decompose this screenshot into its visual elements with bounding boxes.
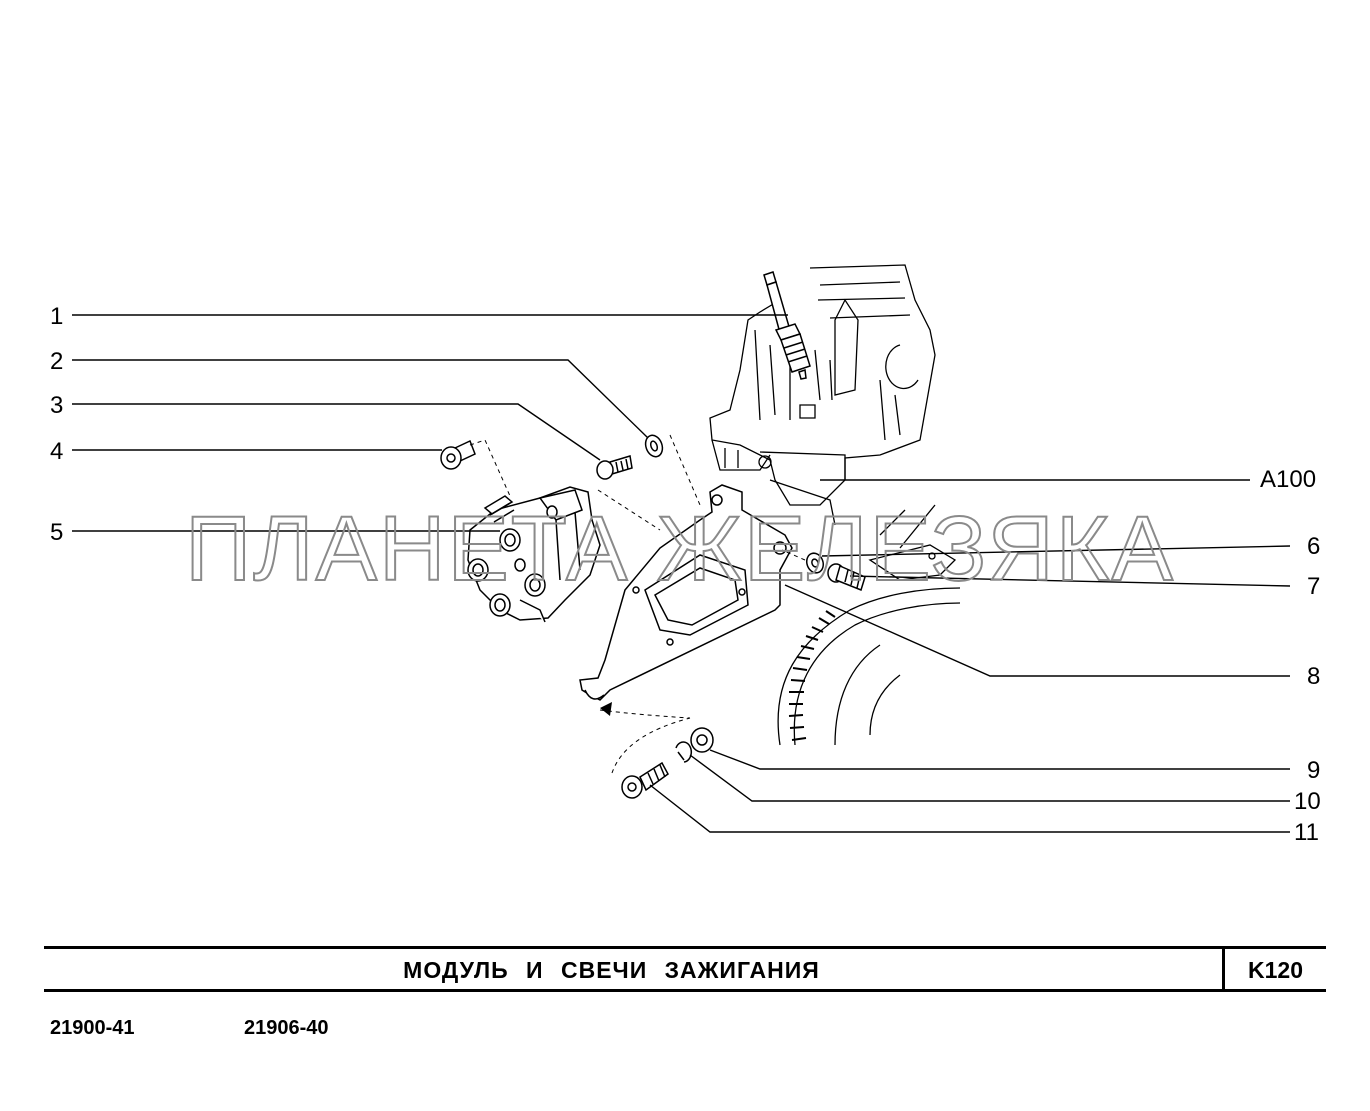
model-code-2: 21906-40: [244, 1017, 329, 1039]
bolt-11: [621, 761, 669, 799]
callout-a100: A100: [1260, 466, 1316, 493]
bracket: [579, 484, 793, 701]
callout-5: 5: [50, 519, 63, 546]
leader-lines: [72, 314, 1291, 833]
callout-10: 10: [1294, 788, 1321, 815]
diagram-title: МОДУЛЬ И СВЕЧИ ЗАЖИГАНИЯ: [403, 957, 820, 983]
callout-9: 9: [1307, 757, 1320, 784]
watermark-text: ПЛАНЕТА ЖЕЛЕЗЯКА: [185, 498, 1175, 600]
callout-1: 1: [50, 303, 63, 330]
washer-9: [690, 727, 714, 753]
washer-2: [644, 434, 664, 458]
callout-2: 2: [50, 348, 63, 375]
flywheel-teeth: [788, 610, 836, 741]
washer-10: [675, 741, 693, 763]
callout-8: 8: [1307, 663, 1320, 690]
assembly-arrow: [600, 702, 612, 716]
callout-3: 3: [50, 392, 63, 419]
callout-7: 7: [1307, 573, 1320, 600]
title-divider: [1222, 949, 1225, 989]
bolt-4: [440, 439, 476, 470]
callout-4: 4: [50, 438, 63, 465]
callout-11: 11: [1294, 819, 1319, 846]
ignition-module: [467, 486, 601, 623]
title-block: МОДУЛЬ И СВЕЧИ ЗАЖИГАНИЯ K120: [44, 946, 1326, 992]
model-code-1: 21900-41: [50, 1017, 135, 1039]
washer-6: [805, 552, 825, 574]
bolt-3: [596, 455, 633, 480]
callout-6: 6: [1307, 533, 1320, 560]
diagram-code: K120: [1248, 957, 1303, 983]
engine-block-drawing: [709, 264, 961, 746]
bolt-7: [827, 563, 866, 591]
spark-plug: [763, 271, 811, 380]
